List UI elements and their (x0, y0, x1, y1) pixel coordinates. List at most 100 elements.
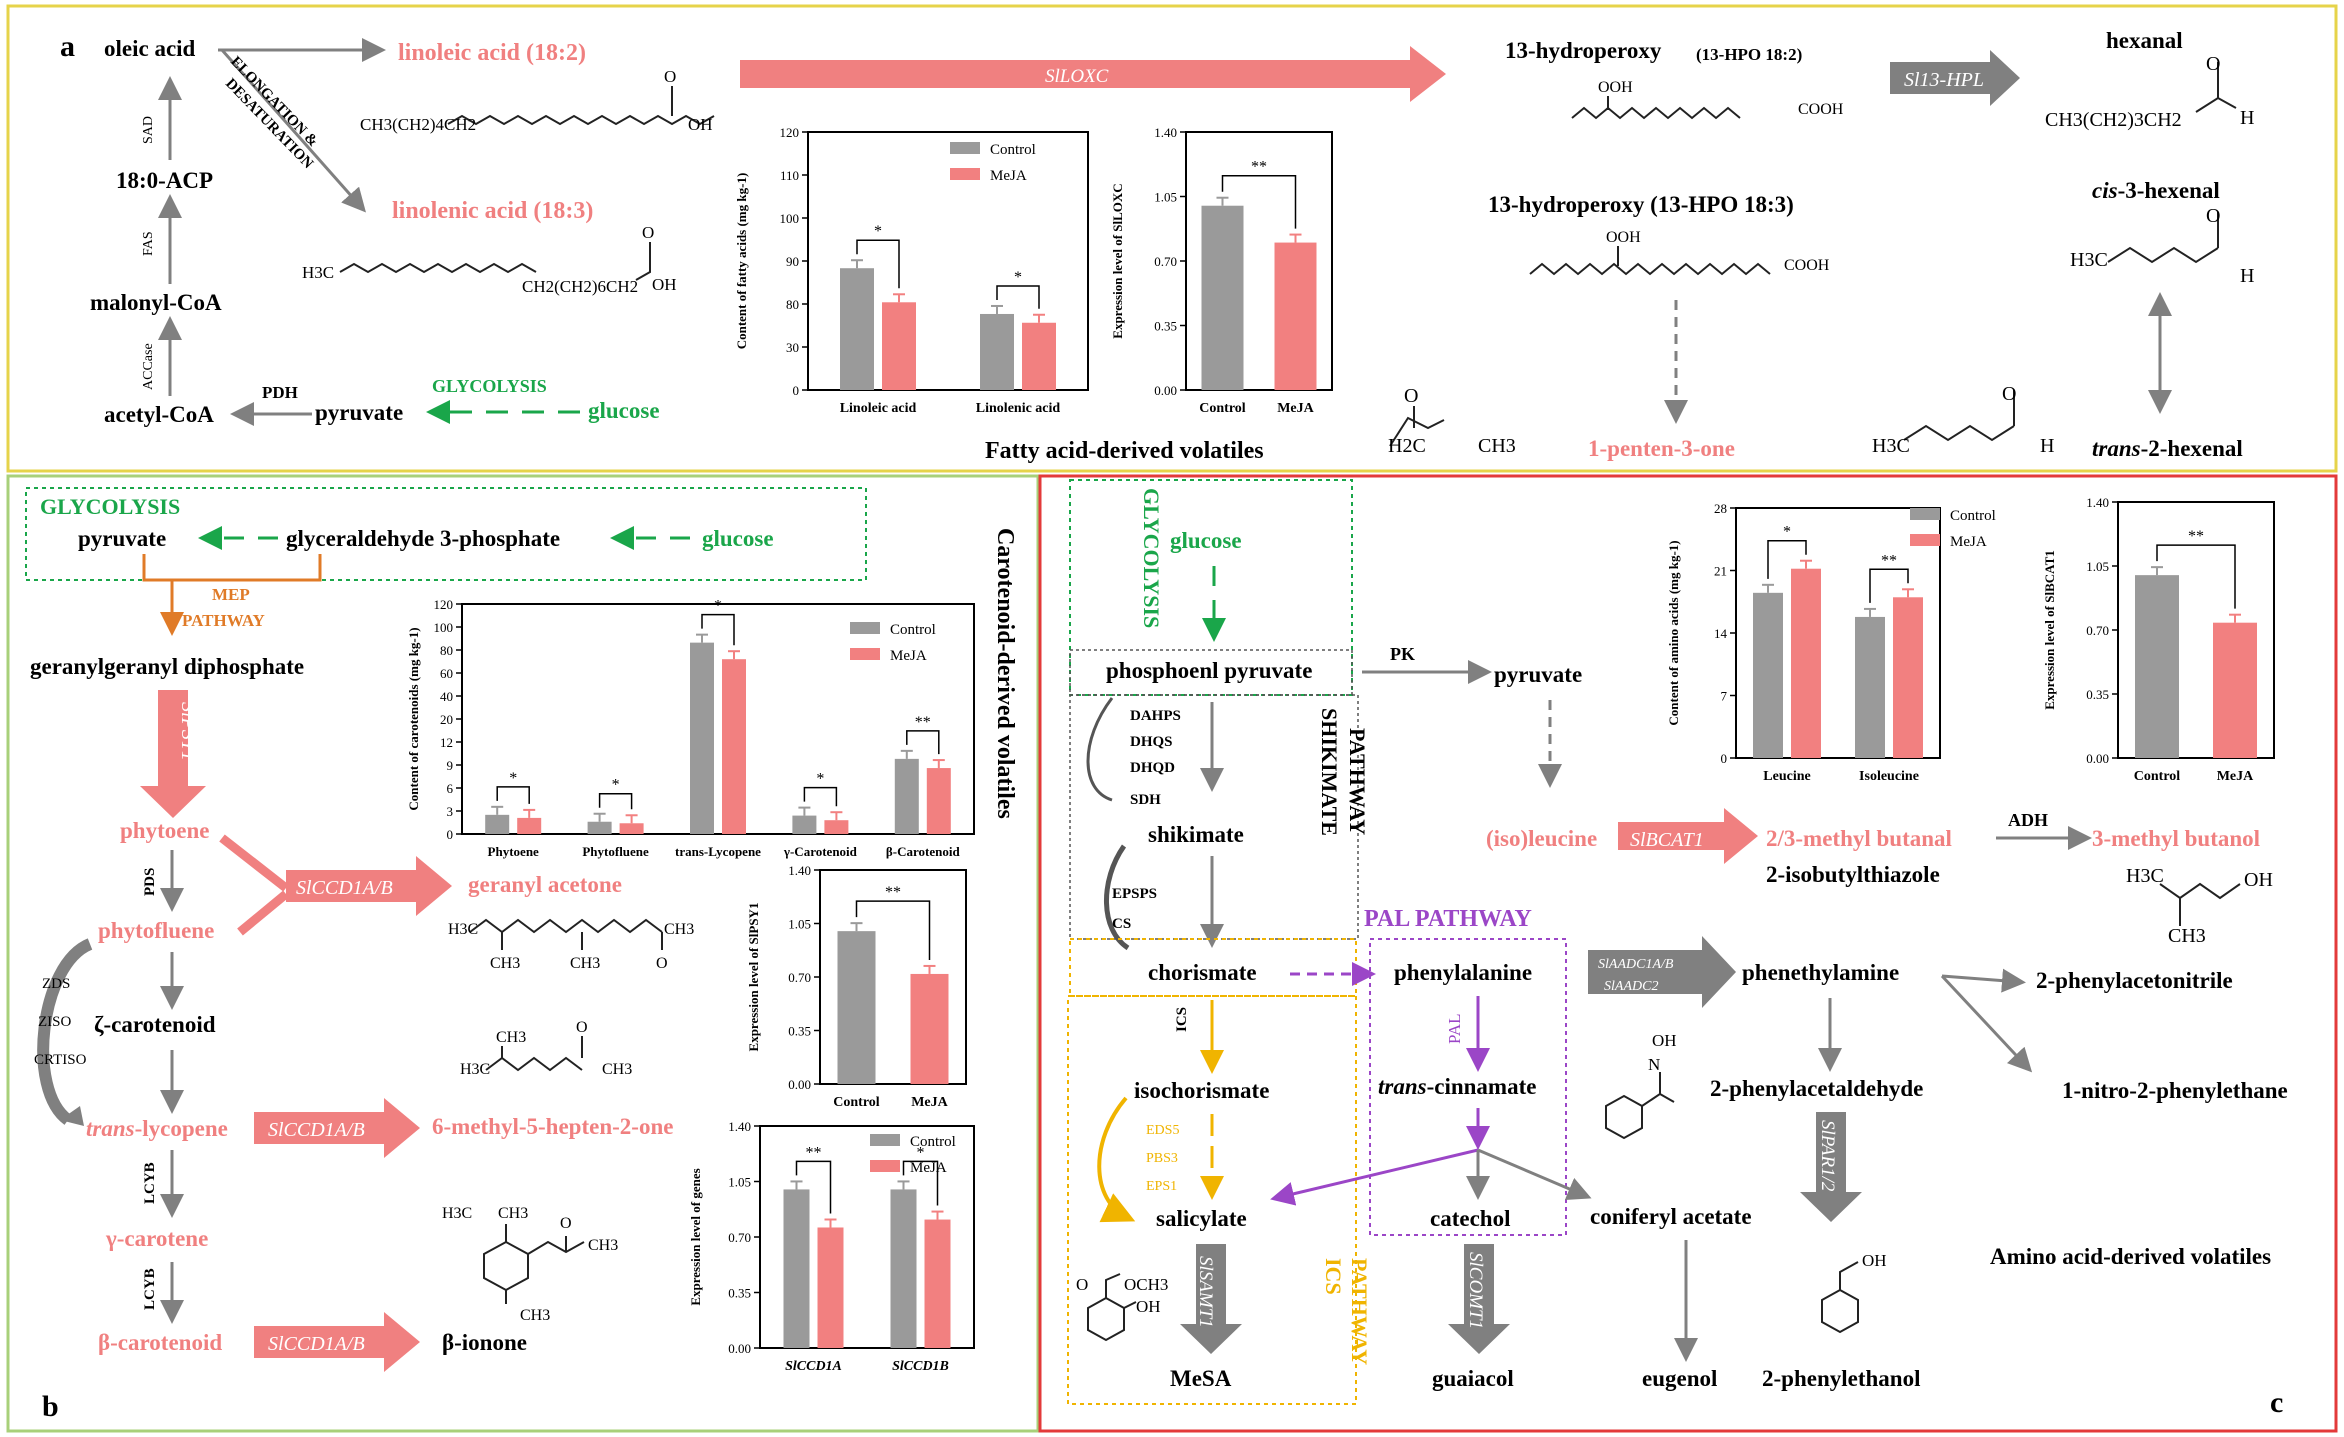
y-tick: 0 (793, 383, 800, 398)
y-tick: 40 (440, 689, 453, 704)
aadc-arrow (1588, 936, 1736, 1008)
panel-a-frame (6, 4, 2338, 473)
svg-text:O: O (1076, 1275, 1088, 1294)
beta-carotenoid: β-carotenoid (98, 1330, 222, 1355)
svg-text:CH3: CH3 (2168, 925, 2206, 947)
y-axis-label: Content of fatty acids (mg kg-1) (734, 173, 749, 350)
sig-bracket (1869, 568, 1909, 603)
y-tick: 0 (1721, 751, 1728, 766)
y-tick: 0.00 (2086, 751, 2109, 766)
x-tick: γ-Carotenoid (783, 844, 858, 859)
gamma-carotene: γ-carotene (105, 1226, 208, 1251)
svg-text:OOH: OOH (1598, 79, 1633, 96)
svg-text:SlCOMT1: SlCOMT1 (1465, 1252, 1486, 1329)
svg-text:OCH3: OCH3 (1124, 1275, 1168, 1294)
y-tick: 28 (1714, 501, 1727, 516)
penten-3-one: 1-penten-3-one (1588, 436, 1735, 461)
x-tick: β-Carotenoid (886, 844, 961, 859)
y-axis-label: Expression level of genes (688, 1168, 703, 1305)
svg-text:CH3: CH3 (520, 1307, 550, 1324)
svg-text:OH: OH (688, 115, 713, 134)
x-tick: MeJA (911, 1095, 948, 1110)
legend-swatch (1910, 534, 1940, 546)
y-tick: 1.05 (728, 1175, 751, 1190)
svg-text:OOH: OOH (1606, 229, 1641, 246)
bar (722, 659, 746, 834)
panel-b-label: b (42, 1390, 59, 1423)
fadv-label: Fatty acid-derived volatiles (985, 438, 1264, 464)
pyruvate-c: pyruvate (1494, 662, 1582, 687)
sig-bracket (701, 613, 735, 646)
trans-cinnamate: trans-cinnamate (1378, 1074, 1536, 1099)
legend-swatch (850, 622, 880, 634)
comt-arrow (1448, 1244, 1510, 1354)
sig-mark: * (714, 598, 722, 615)
bar (1855, 616, 1885, 758)
bar (1893, 597, 1923, 758)
y-tick: 0 (447, 827, 454, 842)
bar (2135, 575, 2179, 758)
cdv-label: Carotenoid-derived volatiles (992, 528, 1018, 819)
legend-swatch (950, 142, 980, 154)
legend-label: MeJA (890, 648, 927, 664)
svg-text:OH: OH (2244, 869, 2273, 891)
sig-mark: ** (2188, 528, 2204, 545)
legend-label: Control (990, 142, 1036, 158)
svg-text:SlPAR1/2: SlPAR1/2 (1817, 1120, 1838, 1192)
legend-swatch (850, 648, 880, 660)
psy-arrow (140, 690, 206, 818)
svg-text:SAD: SAD (141, 116, 156, 144)
acetyl-coa: acetyl-CoA (104, 402, 214, 427)
hpo-18-3: 13-hydroperoxy (13-HPO 18:3) (1488, 192, 1794, 217)
legend-label: Control (890, 622, 936, 638)
svg-text:SlSAMT1: SlSAMT1 (1195, 1256, 1216, 1328)
acp: 18:0-ACP (116, 168, 213, 193)
bar (619, 823, 644, 834)
y-tick: 1.40 (728, 1119, 751, 1134)
bar (840, 268, 874, 390)
salicylate: salicylate (1156, 1206, 1247, 1231)
y-tick: 120 (434, 597, 454, 612)
svg-text:PATHWAY: PATHWAY (1345, 728, 1370, 835)
y-tick: 30 (786, 340, 799, 355)
x-tick: SlCCD1A (785, 1359, 842, 1374)
legend-label: MeJA (1950, 534, 1987, 550)
linoleic-structure (447, 86, 715, 126)
y-axis-label: Expression level of SlLOXC (1110, 183, 1125, 338)
isobutylthiazole: 2-isobutylthiazole (1766, 862, 1940, 887)
y-tick: 7 (1721, 689, 1728, 704)
phenylacetaldehyde: 2-phenylacetaldehyde (1710, 1076, 1923, 1101)
sig-bracket (996, 285, 1040, 309)
svg-text:O: O (2206, 205, 2220, 227)
svg-text:CH3: CH3 (588, 1237, 618, 1254)
svg-text:CH3: CH3 (602, 1061, 632, 1078)
panel-b-frame (6, 474, 1040, 1433)
x-tick: Linoleic acid (840, 401, 917, 416)
sig-bracket (856, 239, 900, 289)
svg-text:OH: OH (1136, 1297, 1161, 1316)
svg-text:SlCCD1A/B: SlCCD1A/B (268, 1119, 365, 1141)
glycolysis-a: GLYCOLYSIS (432, 376, 547, 396)
sig-bracket (496, 786, 530, 804)
y-tick: 0.00 (1154, 383, 1177, 398)
svg-text:H: H (2040, 435, 2054, 457)
svg-text:DHQS: DHQS (1130, 734, 1173, 750)
svg-text:EDS5: EDS5 (1146, 1123, 1179, 1138)
ics-pathway: ICS (1321, 1258, 1346, 1295)
bar (1274, 242, 1317, 390)
svg-text:COOH: COOH (1784, 257, 1830, 274)
svg-text:O: O (576, 1019, 588, 1036)
aadv-label: Amino acid-derived volatiles (1990, 1244, 2271, 1269)
sig-bracket (1767, 539, 1807, 579)
svg-text:CH3(CH2)3CH2: CH3(CH2)3CH2 (2045, 109, 2182, 131)
legend-label: Control (910, 1134, 956, 1150)
bar (926, 768, 951, 834)
phenylalanine: phenylalanine (1394, 960, 1532, 985)
x-tick: Linolenic acid (976, 401, 1061, 416)
y-tick: 0.35 (788, 1024, 811, 1039)
svg-text:SlPSY1: SlPSY1 (177, 702, 199, 761)
geranyl-acetone: geranyl acetone (468, 872, 622, 897)
bar (1022, 322, 1056, 390)
svg-text:CH3(CH2)4CH2: CH3(CH2)4CH2 (360, 115, 476, 134)
phenylacetonitrile: 2-phenylacetonitrile (2036, 968, 2233, 993)
